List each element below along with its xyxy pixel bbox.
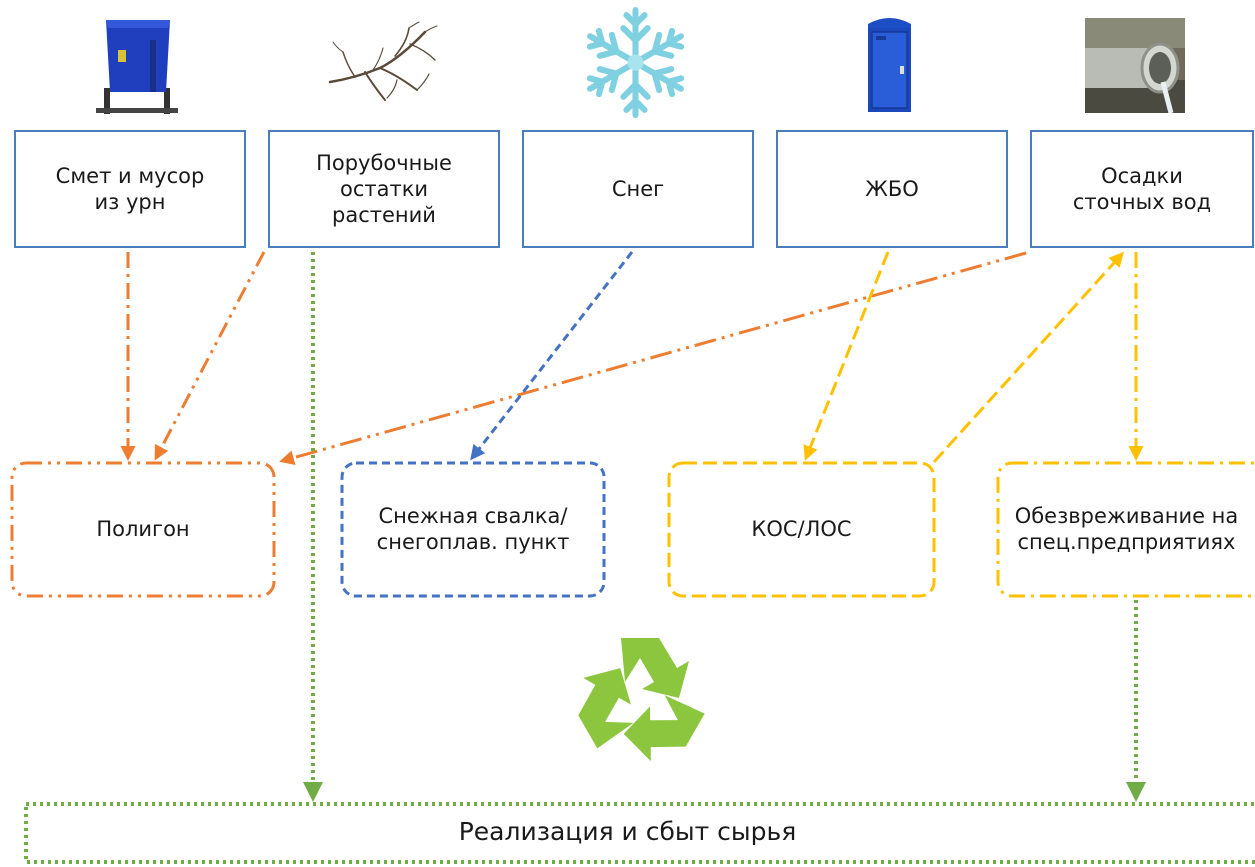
destination-label-kos: КОС/ЛОС: [751, 517, 852, 541]
source-label-smet: Смет и мусор из урн: [55, 164, 205, 214]
source-box-sneg: Снег: [522, 130, 754, 248]
snowflake-icon: [578, 7, 693, 120]
final-border: [24, 802, 1255, 864]
destination-label-poligon: Полигон: [96, 517, 190, 541]
source-label-osadki: Осадки сточных вод: [1072, 164, 1212, 214]
destination-border-kos: [667, 461, 936, 598]
arrow-sneg-snezhnaya: [470, 251, 634, 461]
destination-border-snezhnaya: [340, 461, 606, 598]
portable-toilet-icon: [868, 18, 911, 112]
source-label-poruboch: Порубочные остатки растений: [316, 151, 452, 227]
destination-label-obezvr: Обезвреживание на спец.предприятиях: [1014, 504, 1239, 554]
source-label-zhbo: ЖБО: [865, 177, 919, 201]
branches-icon: [328, 21, 438, 101]
source-box-poruboch: Порубочные остатки растений: [268, 130, 500, 248]
source-box-zhbo: ЖБО: [776, 130, 1008, 248]
source-box-smet: Смет и мусор из урн: [14, 130, 246, 248]
recycle-icon: [563, 638, 705, 773]
destination-label-snezhnaya: Снежная свалка/ снегоплав. пункт: [376, 504, 570, 554]
final-label: Реализация и сбыт сырья: [458, 816, 797, 846]
arrow-osadki-poligon: [279, 251, 1027, 465]
final-box: Реализация и сбыт сырья: [0, 805, 1255, 857]
arrow-zhbo-kos: [803, 251, 890, 461]
destination-box-kos: КОС/ЛОС: [669, 462, 934, 596]
source-box-osadki: Осадки сточных вод: [1030, 130, 1254, 248]
destination-border-obezvr: [996, 461, 1255, 598]
arrow-kos-osadki: [932, 251, 1125, 464]
trash-bin-icon: [96, 20, 178, 114]
arrow-poruboch-poligon: [154, 251, 266, 461]
destination-box-obezvr: Обезвреживание на спец.предприятиях: [998, 462, 1255, 596]
destination-box-poligon: Полигон: [12, 462, 274, 596]
destination-box-snezhnaya: Снежная свалка/ снегоплав. пункт: [342, 462, 604, 596]
source-label-sneg: Снег: [611, 177, 665, 201]
destination-border-poligon: [10, 461, 276, 598]
drain-pipe-icon: [1085, 18, 1185, 113]
